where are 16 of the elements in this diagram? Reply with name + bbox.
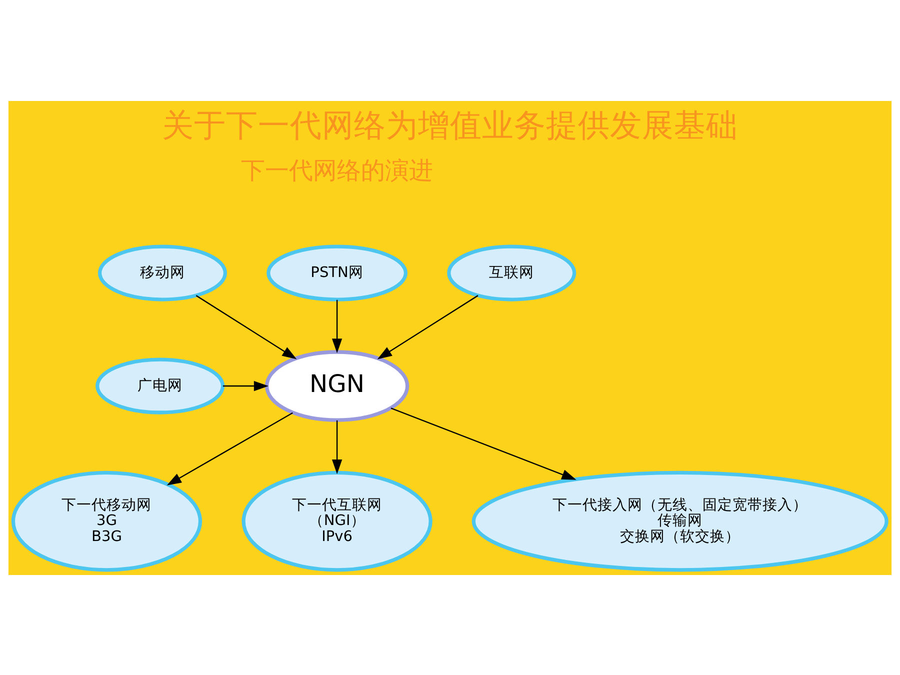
arrow: [377, 294, 478, 359]
node-ellipse: 下一代移动网 3G B3G: [11, 470, 202, 572]
diagram-title: 关于下一代网络为增值业务提供发展基础: [162, 107, 738, 144]
arrow: [332, 299, 342, 353]
node-ellipse: 互联网: [447, 244, 576, 301]
node-ellipse: 移动网: [98, 244, 228, 301]
node-ellipse: 广电网: [96, 357, 225, 414]
node-ellipse: NGN: [264, 350, 410, 422]
arrow: [196, 294, 297, 359]
arrow: [166, 412, 293, 485]
arrow: [332, 420, 342, 474]
node-ellipse: 下一代互联网 （NGI） IPv6: [242, 470, 432, 572]
arrow: [390, 407, 576, 480]
node-ellipse: PSTN网: [266, 244, 408, 301]
label: 下一代网络的演进: [241, 155, 434, 184]
arrow: [222, 380, 268, 391]
